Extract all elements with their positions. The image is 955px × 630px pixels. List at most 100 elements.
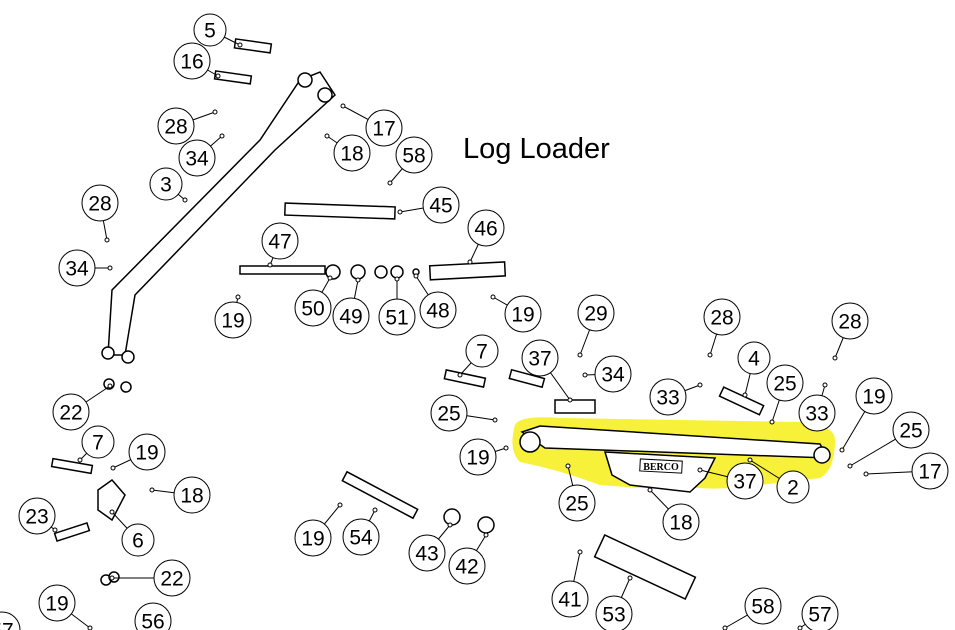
callout-number: 50 (301, 298, 324, 321)
callout-41: 41 (551, 549, 589, 618)
leader-dot (219, 133, 225, 139)
callout-number: 51 (385, 307, 408, 330)
callout-3: 3 (149, 167, 188, 203)
callout-circle (703, 298, 741, 336)
callout-25: 25 (558, 463, 596, 522)
leader-dot (490, 294, 496, 300)
callout-5: 5 (193, 13, 243, 48)
callout-7: 7 (77, 425, 115, 463)
leader-dot (747, 457, 753, 463)
callout-circle (121, 523, 155, 557)
callout-number: 47 (268, 231, 291, 254)
callout-number: 25 (437, 403, 460, 426)
callout-19: 19 (38, 584, 93, 630)
callout-number: 19 (301, 528, 324, 551)
callout-circle (52, 393, 90, 431)
leader-dot (832, 355, 838, 361)
leader-dot (110, 465, 116, 471)
callout-number: 19 (221, 310, 244, 333)
callout-25: 25 (847, 411, 930, 469)
callout-circle (332, 297, 370, 335)
callout-28: 28 (703, 298, 741, 358)
callout-circle (395, 136, 433, 174)
leader-dot (483, 532, 489, 538)
leader-dot (582, 372, 588, 378)
leader-dot (327, 275, 333, 281)
callout-circle (855, 377, 893, 415)
callout-circle (422, 186, 460, 224)
callout-number: 22 (160, 568, 183, 591)
callout-33: 33 (798, 382, 836, 432)
callout-circle (726, 462, 764, 500)
callout-29: 29 (577, 294, 615, 358)
callout-number: 49 (339, 306, 362, 329)
leader-dot (397, 209, 403, 215)
callout-circle (504, 295, 542, 333)
callout-circle (38, 584, 76, 622)
callout-57: 57 (797, 595, 839, 630)
callout-circle (333, 134, 371, 172)
callout-circle (173, 476, 211, 514)
callout-number: 56 (141, 611, 164, 630)
callout-circle (408, 534, 446, 572)
pins (50, 38, 765, 601)
berco-decal: BERCO (643, 462, 679, 473)
leader-dot (107, 265, 113, 271)
callout-number: 33 (656, 387, 679, 410)
callout-circle (766, 364, 804, 402)
leader-dot (109, 509, 115, 515)
leader-dot (107, 383, 113, 389)
callout-16: 16 (173, 42, 221, 80)
callout-number: 18 (180, 485, 203, 508)
callout-number: 19 (466, 447, 489, 470)
callout-47: 47 (261, 222, 299, 268)
callout-number: 46 (474, 218, 497, 241)
callout-circle (214, 301, 252, 339)
callout-number: 19 (862, 386, 885, 409)
callout-circle (430, 394, 468, 432)
callout-number: 28 (710, 307, 733, 330)
callout-6: 6 (109, 509, 155, 557)
callout-number: 37 (528, 348, 551, 371)
leader-dot (87, 625, 93, 630)
callout-58: 58 (722, 587, 782, 630)
callout-51: 51 (378, 276, 416, 336)
callout-number: 19 (511, 304, 534, 327)
leader-dot (722, 625, 728, 630)
leader-dot (212, 109, 218, 115)
callout-circle (18, 497, 56, 535)
callout-28: 28 (81, 184, 119, 243)
callout-34: 34 (582, 355, 632, 393)
callout-48: 48 (413, 273, 457, 329)
callout-circle (595, 595, 633, 630)
callout-circle (831, 302, 869, 340)
callout-circle (81, 184, 119, 222)
leader-dot (492, 417, 498, 423)
leader-dot (697, 382, 703, 388)
callout-circle (776, 470, 810, 504)
callout-number: 34 (185, 148, 209, 171)
callout-number: 43 (415, 543, 438, 566)
callout-33: 33 (649, 378, 703, 416)
callout-number: 17 (918, 461, 941, 484)
leader-dot (372, 507, 378, 513)
callout-circle (459, 438, 497, 476)
callout-circle (594, 355, 632, 393)
callout-28: 28 (157, 107, 218, 145)
callout-circle (801, 595, 839, 630)
callout-number: 23 (25, 506, 48, 529)
leader-dot (822, 382, 828, 388)
leader-dot (567, 397, 573, 403)
callout-circle (419, 291, 457, 329)
callout-number: 18 (669, 512, 692, 535)
leader-dot (627, 575, 633, 581)
callout-number: 58 (402, 145, 425, 168)
callout-circle (149, 167, 183, 201)
callout-28: 28 (831, 302, 869, 361)
leader-dot (182, 197, 188, 203)
callout-circle (81, 425, 115, 459)
leader-dot (697, 467, 703, 473)
leader-dot (707, 352, 713, 358)
callout-circle (448, 547, 486, 585)
callout-37: 37 (697, 462, 764, 500)
